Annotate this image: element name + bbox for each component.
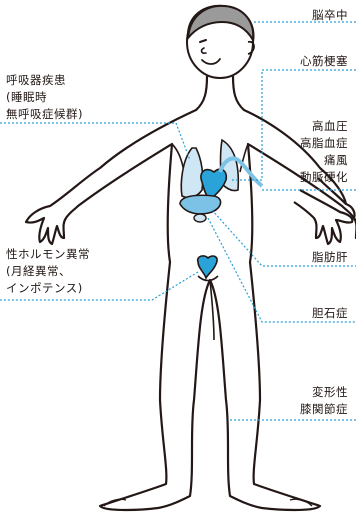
label-line: 無呼吸症候群) bbox=[6, 107, 83, 121]
hair-top bbox=[186, 4, 255, 44]
label-fatty-liver: 脂肪肝 bbox=[312, 250, 348, 265]
leader-fatty-liver bbox=[211, 209, 356, 267]
label-knee: 変形性 膝関節症 bbox=[300, 384, 348, 418]
ear bbox=[247, 40, 255, 55]
mouth bbox=[201, 58, 221, 65]
leader-respiratory bbox=[0, 122, 191, 161]
torso-inner bbox=[171, 143, 185, 173]
label-line: (月経異常、 bbox=[6, 264, 71, 278]
right-hand bbox=[293, 189, 354, 246]
body-outline bbox=[24, 75, 356, 512]
label-line: インポテンス) bbox=[6, 281, 83, 295]
label-line: 変形性 bbox=[312, 385, 348, 399]
torso-inner-right bbox=[239, 143, 249, 173]
crotch bbox=[209, 279, 215, 341]
nose bbox=[200, 47, 207, 54]
leader-myocardial bbox=[230, 69, 356, 181]
left-foot-toes bbox=[103, 498, 127, 507]
right-foot-toes bbox=[289, 498, 313, 507]
gallbladder bbox=[193, 213, 207, 223]
label-myocardial-infarction: 心筋梗塞 bbox=[300, 54, 348, 69]
label-line: 痛風 bbox=[324, 153, 348, 167]
label-respiratory: 呼吸器疾患 (睡眠時 無呼吸症候群) bbox=[6, 72, 83, 123]
leader-gallstone bbox=[207, 217, 356, 323]
label-stroke: 脳卒中 bbox=[312, 8, 348, 23]
aorta bbox=[218, 156, 264, 188]
lung-left bbox=[180, 147, 204, 199]
label-line: 性ホルモン異常 bbox=[6, 247, 90, 261]
leader-hormone bbox=[0, 271, 199, 301]
reproductive-organ bbox=[196, 255, 218, 281]
label-line: 呼吸器疾患 bbox=[6, 73, 66, 87]
label-line: 膝関節症 bbox=[300, 402, 348, 416]
pelvis-line bbox=[197, 275, 219, 282]
label-gallstones: 胆石症 bbox=[312, 306, 348, 321]
label-vascular: 高血圧 高脂血症 痛風 動脈硬化 bbox=[300, 118, 348, 186]
eye bbox=[199, 39, 207, 43]
right-arm bbox=[231, 75, 356, 219]
label-text: 心筋梗塞 bbox=[300, 54, 348, 68]
label-line: (睡眠時 bbox=[6, 90, 47, 104]
label-line: 高血圧 bbox=[312, 119, 348, 133]
label-hormone: 性ホルモン異常 (月経異常、 インポテンス) bbox=[6, 246, 90, 297]
label-text: 脳卒中 bbox=[312, 8, 348, 22]
label-line: 動脈硬化 bbox=[300, 170, 348, 184]
label-line: 高脂血症 bbox=[300, 136, 348, 150]
label-text: 脂肪肝 bbox=[312, 250, 348, 264]
liver bbox=[179, 194, 222, 215]
label-text: 胆石症 bbox=[312, 306, 348, 320]
